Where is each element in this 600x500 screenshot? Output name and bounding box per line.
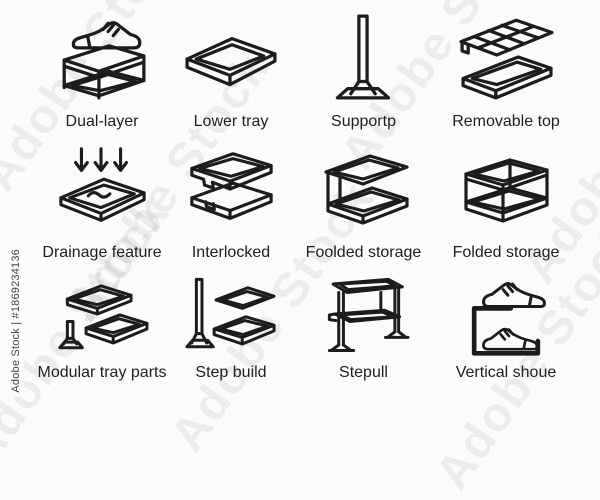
stock-attribution-text: Adobe Stock | #1869234136 [10, 249, 22, 393]
icon-cell-vertical-shoe: Vertical shoue [431, 265, 581, 401]
support-post-icon [335, 14, 390, 100]
two-tier-open-rack-icon [323, 153, 409, 225]
icon-label: Foolded storage [305, 244, 422, 261]
icon-cell-dual-layer: Dual-layer [38, 0, 166, 134]
icon-cell-interlocked: Interlocked [166, 134, 296, 265]
icon-cell-stepull: Stepull [296, 265, 431, 401]
icon-cell-support-post: Supportp [296, 0, 431, 134]
icon-cell-folded-storage: Folded storage [431, 134, 581, 265]
icon-cell-removable-top: Removable top [431, 0, 581, 134]
icon-grid: Dual-layer Lower tray Supp [38, 0, 581, 401]
icon-label: Stepull [339, 364, 388, 381]
folded-two-tier-rack-icon [464, 157, 549, 223]
vertical-shoe-rack-icon [471, 282, 546, 356]
modular-tray-parts-icon [58, 284, 149, 350]
icon-label: Modular tray parts [37, 364, 167, 381]
icon-label: Folded storage [452, 244, 560, 261]
icon-cell-modular-parts: Modular tray parts [38, 265, 166, 401]
icon-label: Vertical shoue [455, 364, 557, 381]
icon-label: Dual-layer [65, 113, 139, 130]
lower-tray-icon [185, 37, 277, 87]
icon-label: Removable top [452, 113, 560, 130]
stock-attribution: Adobe Stock | #1869234136 [8, 245, 24, 397]
removable-top-icon [459, 18, 554, 100]
step-stool-icon [327, 277, 409, 353]
icon-cell-lower-tray: Lower tray [166, 0, 296, 134]
icon-cell-foolded-storage: Foolded storage [296, 134, 431, 265]
icon-label: Interlocked [191, 244, 271, 261]
icon-label: Supportp [331, 113, 396, 130]
post-and-trays-icon [185, 277, 276, 349]
icon-label: Lower tray [193, 113, 269, 130]
dual-layer-shoe-rack-icon [62, 21, 146, 100]
icon-cell-step-build: Step build [166, 265, 296, 401]
icon-cell-drainage: Drainage feature [38, 134, 166, 265]
icon-label: Step build [195, 364, 267, 381]
icon-label: Drainage feature [42, 244, 162, 261]
interlocked-trays-icon [190, 151, 273, 220]
drainage-arrows-tray-icon [59, 146, 146, 222]
